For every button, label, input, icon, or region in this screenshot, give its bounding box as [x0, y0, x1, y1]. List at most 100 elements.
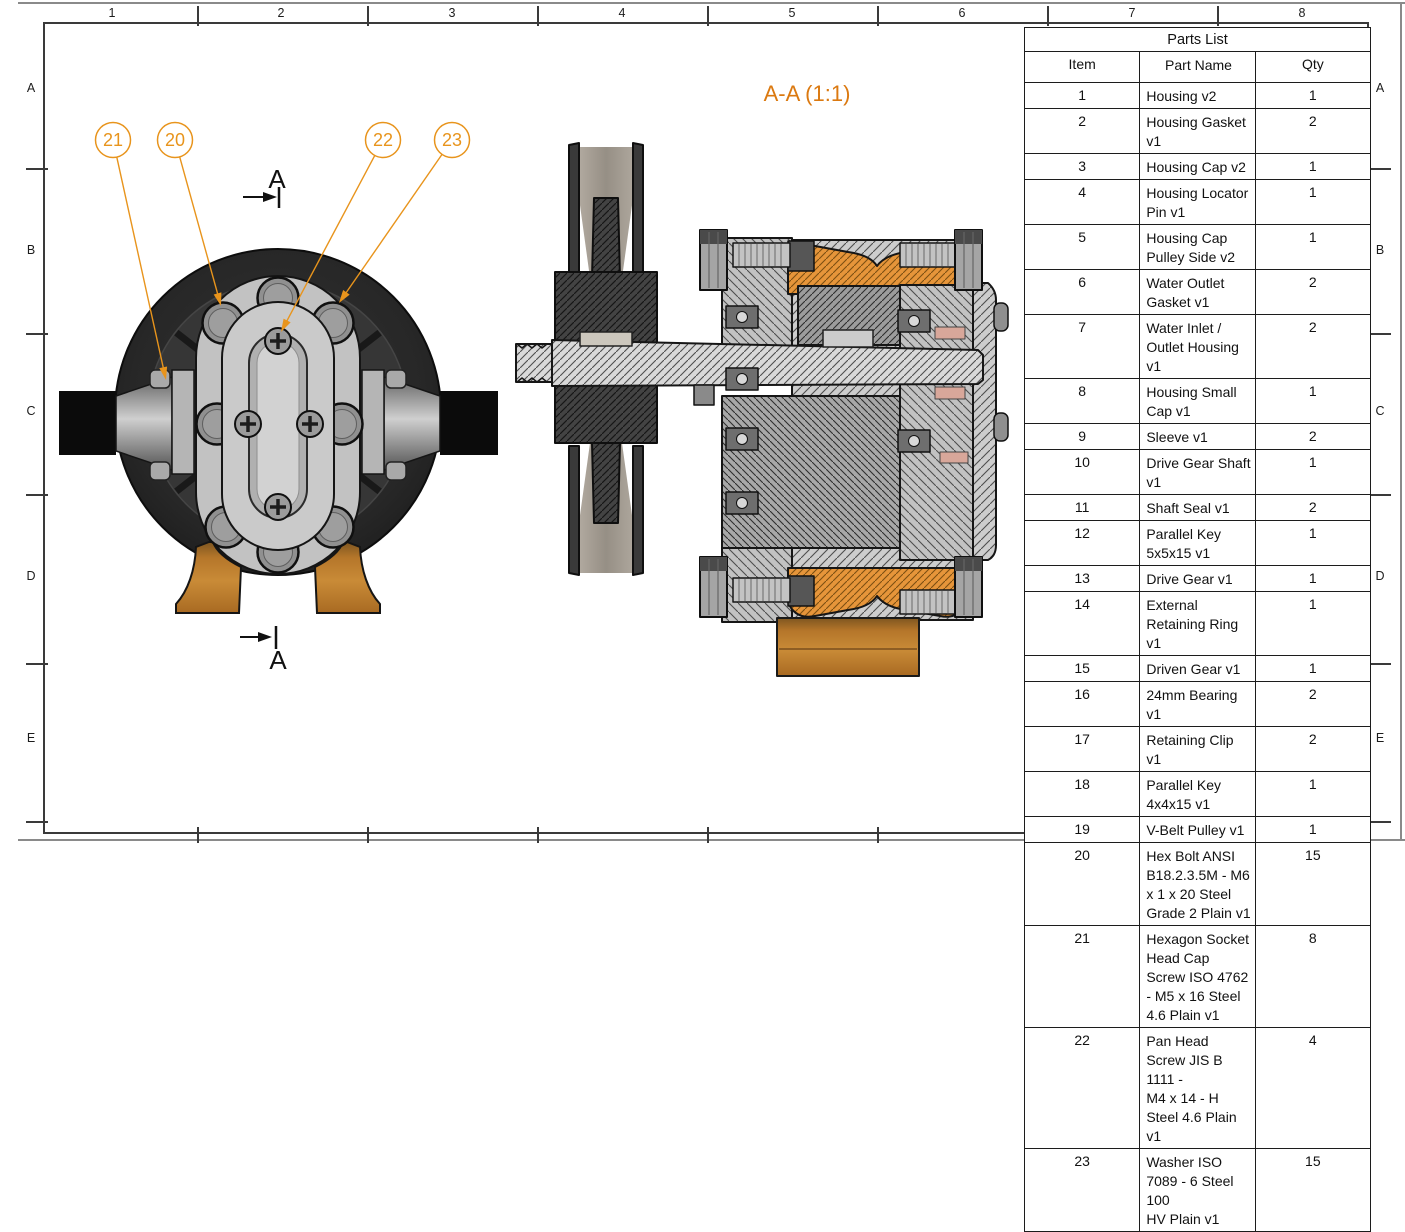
- balloon: 21: [94, 121, 168, 380]
- part-name-cell: Housing v2: [1139, 82, 1256, 109]
- part-name-cell: 24mm Bearing v1: [1139, 681, 1256, 727]
- boss-window-inner: [256, 341, 300, 511]
- item-cell: 5: [1023, 224, 1141, 270]
- zone-tick: [26, 494, 48, 496]
- section-marker-bottom: A: [240, 626, 287, 675]
- socket-head-right: [993, 412, 1009, 442]
- qty-cell: 4: [1254, 1027, 1372, 1149]
- balloon-leader-line: [285, 155, 376, 324]
- phillips-screw: [296, 410, 324, 438]
- qty-cell: 1: [1254, 378, 1372, 424]
- qty-cell: 2: [1254, 269, 1372, 315]
- item-cell: 23: [1023, 1148, 1141, 1232]
- zone-tick: [26, 663, 48, 665]
- qty-cell: 2: [1254, 494, 1372, 521]
- item-cell: 20: [1023, 842, 1141, 926]
- zone-column-label: 2: [277, 6, 285, 20]
- section-view-title: A-A (1:1): [764, 81, 851, 106]
- balloon-number: 20: [165, 130, 185, 150]
- item-cell: 18: [1023, 771, 1141, 817]
- socket-screw-head: [385, 461, 407, 481]
- parts-list-title: Parts List: [1024, 27, 1371, 52]
- phillips-screw: [264, 327, 292, 355]
- parts-list-title-row: Parts List: [1024, 27, 1371, 52]
- right-foot: [313, 541, 381, 614]
- item-cell: 1: [1023, 82, 1141, 109]
- qty-cell: 8: [1254, 925, 1372, 1028]
- balloon: 23: [339, 121, 471, 303]
- hex-bolt-section: [699, 229, 791, 291]
- balloon-circle: [364, 121, 402, 159]
- qty-cell: 2: [1254, 423, 1372, 450]
- left-foot: [175, 541, 243, 614]
- part-name-cell: Washer ISO 7089 - 6 Steel 100 HV Plain v…: [1139, 1148, 1256, 1232]
- part-name-cell: External Retaining Ring v1: [1139, 591, 1256, 656]
- item-cell: 14: [1023, 591, 1141, 656]
- section-bolts: [693, 229, 1009, 618]
- drive-gear-shaft-section: [515, 329, 984, 387]
- qty-cell: 1: [1254, 565, 1372, 592]
- shaft-seal-bottom: [934, 386, 966, 400]
- bearing-section: [725, 491, 759, 515]
- part-name-cell: Housing Cap v2: [1139, 153, 1256, 180]
- zone-tick: [26, 168, 48, 170]
- item-cell: 2: [1023, 108, 1141, 154]
- sheet-edge-bottom: [18, 839, 1405, 841]
- part-name-cell: Driven Gear v1: [1139, 655, 1256, 682]
- part-name-cell: Water Outlet Gasket v1: [1139, 269, 1256, 315]
- pump-front-view: [59, 248, 498, 614]
- zone-tick: [1362, 168, 1391, 170]
- qty-cell: 1: [1254, 224, 1372, 270]
- balloon: 20: [156, 121, 222, 306]
- item-cell: 7: [1023, 314, 1141, 379]
- driven-gear-section: [721, 395, 903, 549]
- item-cell: 11: [1023, 494, 1141, 521]
- part-name-cell: Housing Gasket v1: [1139, 108, 1256, 154]
- zone-tick: [537, 827, 539, 843]
- sheet-edge-top: [18, 2, 1405, 4]
- zone-row-label-left: D: [26, 569, 36, 583]
- zone-tick: [1362, 663, 1391, 665]
- hex-bolt-section: [899, 556, 983, 618]
- section-view-a-a: [515, 142, 1009, 677]
- section-label-top: A: [268, 164, 286, 194]
- part-name-cell: Parallel Key 4x4x15 v1: [1139, 771, 1256, 817]
- qty-cell: 1: [1254, 179, 1372, 225]
- part-name-cell: Pan Head Screw JIS B 1111 - M4 x 14 - H …: [1139, 1027, 1256, 1149]
- balloon-arrow-icon: [159, 366, 168, 380]
- balloon-number: 23: [442, 130, 462, 150]
- item-cell: 16: [1023, 681, 1141, 727]
- balloon-number: 22: [373, 130, 393, 150]
- sleeve-bottom: [787, 575, 815, 607]
- section-arrow-icon: [263, 192, 277, 202]
- phillips-screws: [234, 327, 324, 521]
- bearing-section: [725, 427, 759, 451]
- zone-tick: [707, 827, 709, 843]
- part-name-cell: Water Inlet / Outlet Housing v1: [1139, 314, 1256, 379]
- zone-tick: [26, 333, 48, 335]
- qty-cell: 15: [1254, 842, 1372, 926]
- bearing-section: [897, 429, 931, 453]
- item-cell: 22: [1023, 1027, 1141, 1149]
- housing-small-cap: [972, 282, 997, 561]
- zone-tick: [1362, 821, 1391, 823]
- hex-bolt-section: [699, 556, 791, 618]
- part-name-cell: V-Belt Pulley v1: [1139, 816, 1256, 843]
- hex-bolt-section: [899, 229, 983, 291]
- zone-row-label-left: E: [26, 731, 36, 745]
- balloon-circle: [156, 121, 194, 159]
- qty-cell: 1: [1254, 591, 1372, 656]
- zone-tick: [537, 6, 539, 26]
